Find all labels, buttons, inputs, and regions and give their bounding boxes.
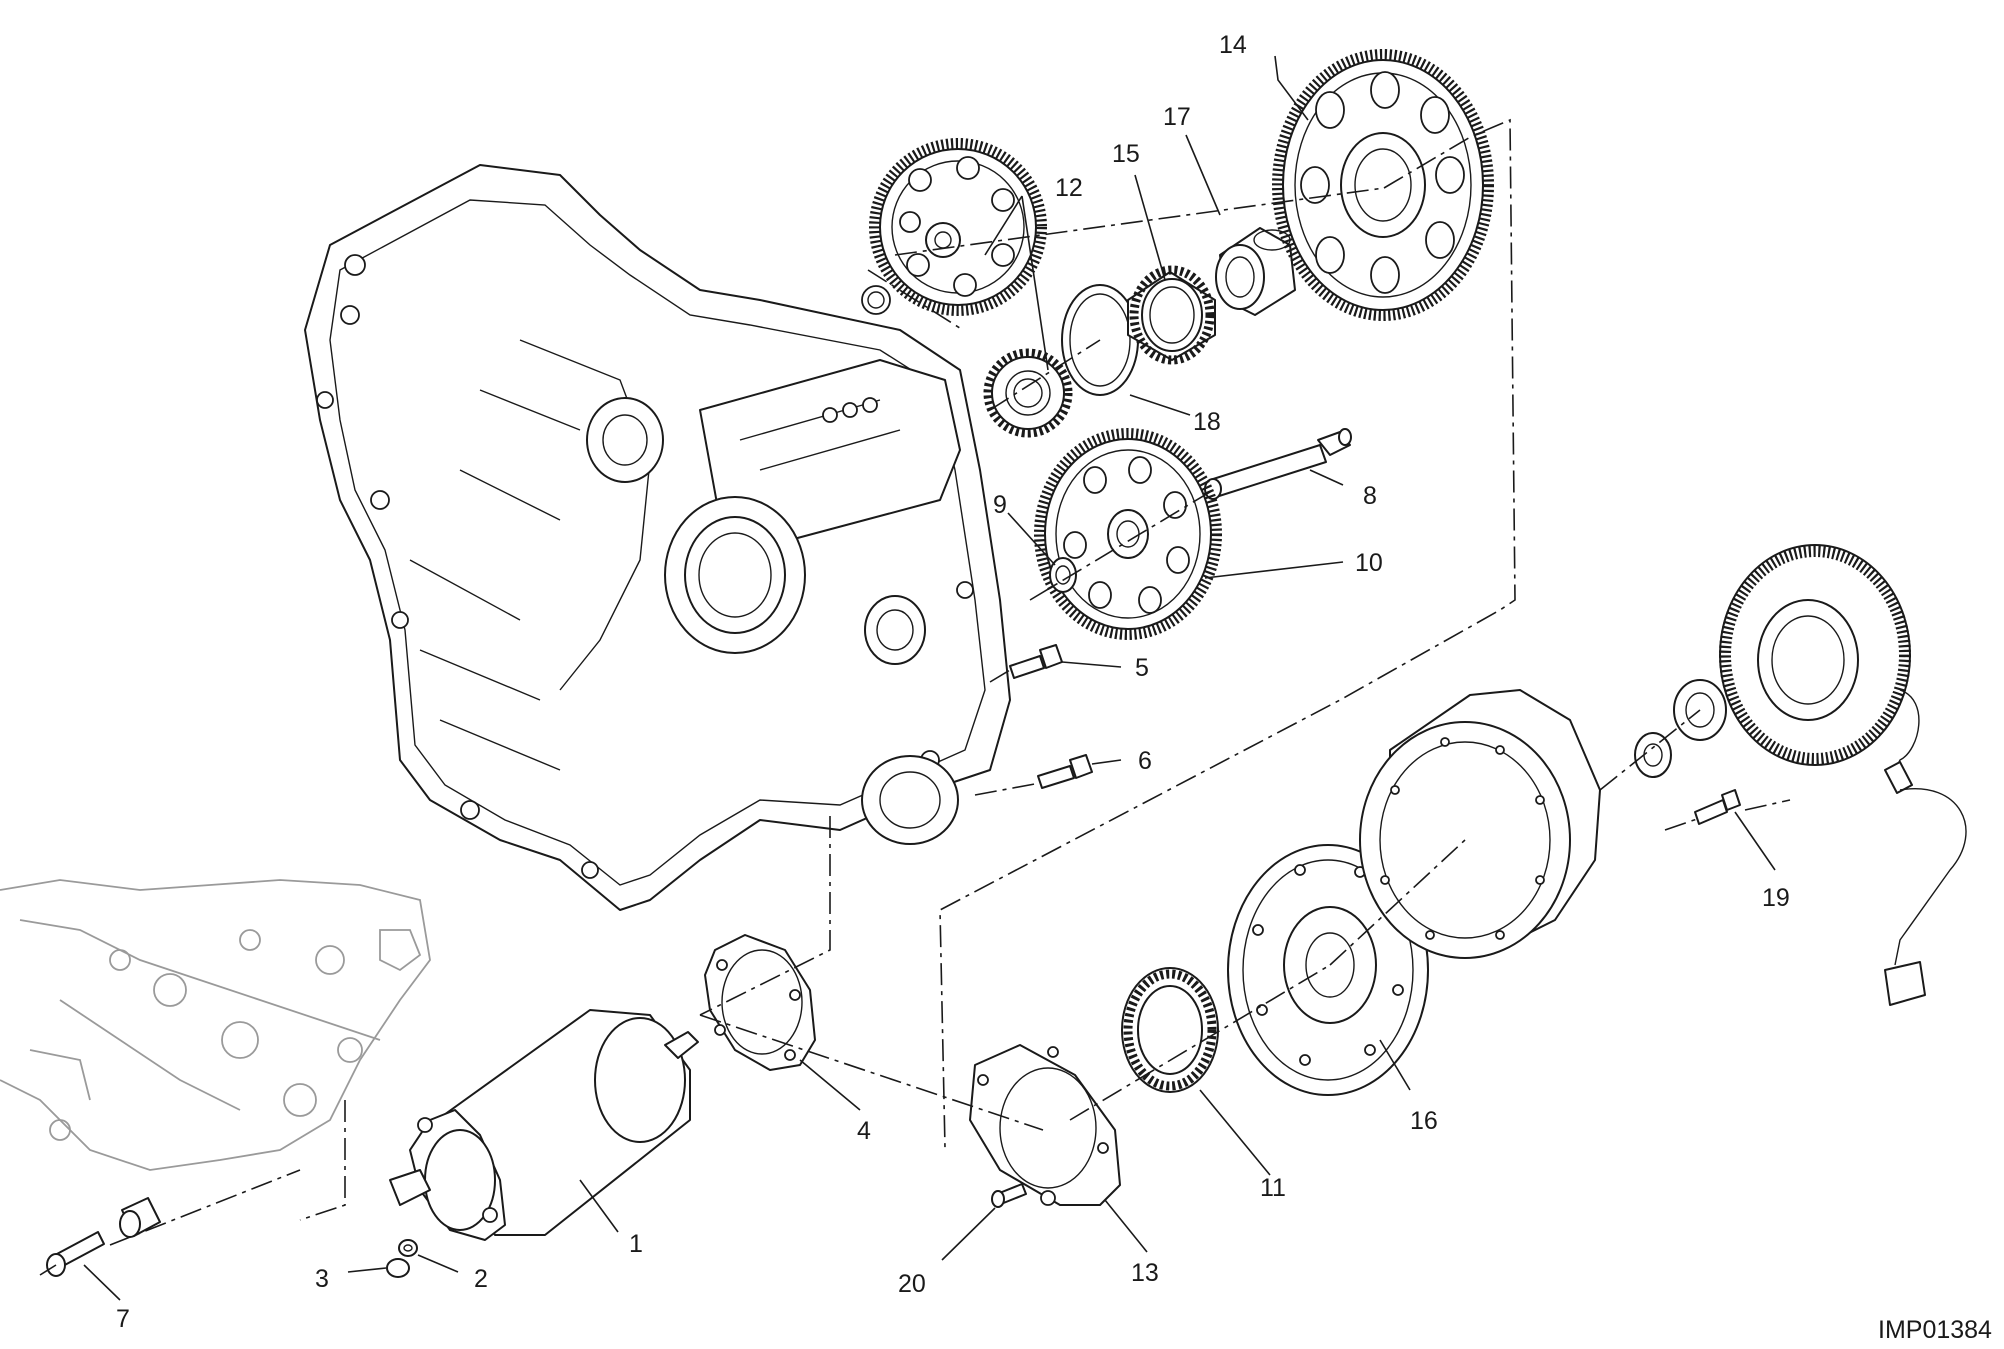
callout-12: 12 [1055, 174, 1083, 202]
callout-11: 11 [1260, 1174, 1286, 1202]
starter-motor-1 [389, 1009, 699, 1241]
callout-9: 9 [993, 491, 1007, 519]
screw-5 [1009, 644, 1063, 679]
callout-14: 14 [1219, 31, 1247, 59]
needle-bearing-15 [1127, 265, 1216, 365]
bolt-7 [46, 1231, 105, 1277]
callout-5: 5 [1135, 654, 1149, 682]
callout-20: 20 [898, 1270, 926, 1298]
callout-2: 2 [474, 1265, 488, 1293]
bushing-17 [1215, 227, 1296, 316]
screw-6 [1037, 754, 1093, 789]
callout-19: 19 [1762, 884, 1790, 912]
reference-code: IMP01384 [1878, 1316, 1992, 1344]
callout-3: 3 [315, 1265, 329, 1293]
callout-labels: 1 2 3 4 5 6 7 8 9 10 11 12 13 14 15 16 1… [116, 31, 1790, 1333]
callout-17: 17 [1163, 103, 1191, 131]
washer-2 [398, 1239, 418, 1257]
callout-8: 8 [1363, 482, 1377, 510]
callout-4: 4 [857, 1117, 871, 1145]
nut-3 [386, 1258, 410, 1278]
callout-10: 10 [1355, 549, 1383, 577]
callout-6: 6 [1138, 747, 1152, 775]
large-gear-14 [1272, 49, 1494, 321]
gasket-4 [704, 934, 816, 1071]
callout-1: 1 [629, 1230, 643, 1258]
freewheel-11 [1121, 967, 1219, 1093]
washer-small-a [1634, 732, 1672, 778]
callout-13: 13 [1131, 1259, 1159, 1287]
screw-19 [1694, 789, 1741, 825]
rotor [1359, 689, 1601, 959]
callout-16: 16 [1410, 1107, 1438, 1135]
leader-lines [83, 55, 1776, 1301]
shaft-8 [1204, 428, 1352, 500]
callout-15: 15 [1112, 140, 1140, 168]
gear-10 [1034, 428, 1222, 640]
plate-13 [969, 1044, 1121, 1206]
lower-left-crankcase [0, 879, 431, 1171]
screw-20 [991, 1183, 1027, 1208]
callout-7: 7 [116, 1305, 130, 1333]
alignment-lines [39, 118, 1791, 1276]
stator [1719, 544, 1967, 1006]
callout-18: 18 [1193, 408, 1221, 436]
spacer [119, 1197, 161, 1238]
crankcase-half [304, 164, 1011, 911]
